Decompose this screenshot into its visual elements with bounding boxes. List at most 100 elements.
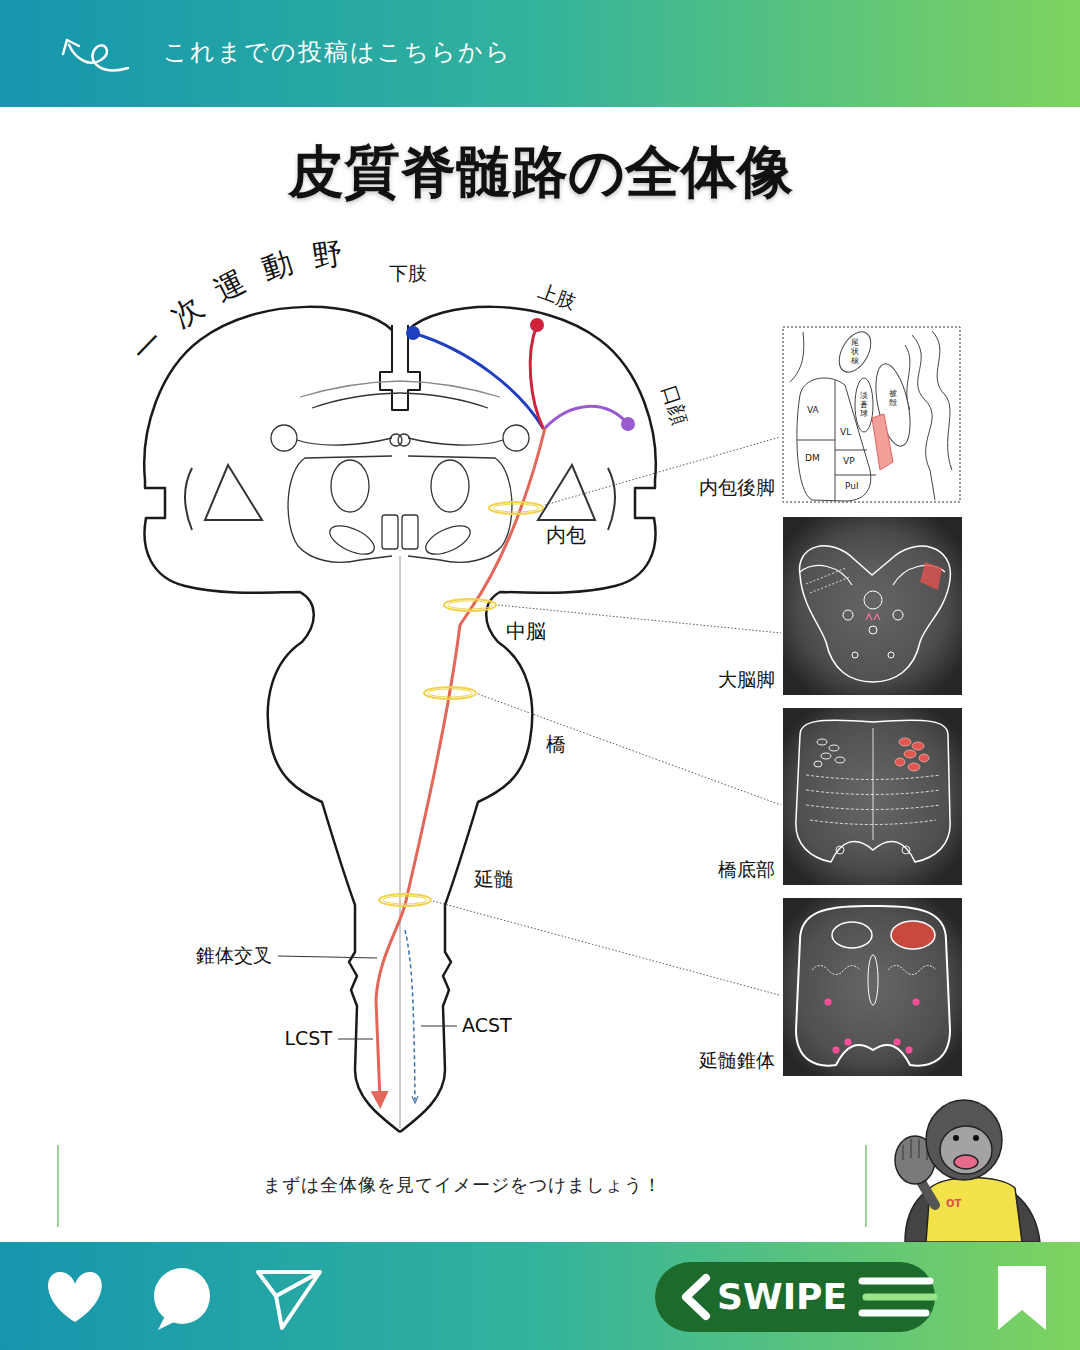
section-image: [932, 331, 952, 470]
brain-internal: [271, 425, 297, 451]
motor-fibers: [530, 325, 543, 428]
motor-fibers: [545, 406, 628, 428]
node-text: VP: [843, 456, 855, 467]
section-image: [869, 626, 877, 634]
mascot-gorilla: [926, 1100, 1002, 1180]
section-image: [825, 999, 832, 1006]
section-image: [833, 326, 878, 377]
section-image: [843, 610, 853, 620]
mascot-gorilla: [940, 1126, 992, 1174]
level-ring: [489, 502, 543, 514]
title: 皮質脊髄路の全体像: [0, 138, 1080, 205]
cortex-dots: [621, 417, 635, 431]
brain-outline: [400, 307, 656, 1132]
section-image: [920, 562, 942, 590]
brain-internal: [185, 381, 615, 562]
node-text: 内包後脚: [699, 476, 775, 499]
brain-internal: [185, 468, 192, 530]
section-image: [906, 1047, 913, 1054]
footer-bar: [655, 1262, 935, 1332]
part-label: 錐体交叉: [196, 944, 272, 967]
mascot-gorilla: [903, 1139, 927, 1160]
header-bar: [63, 40, 79, 54]
section-panel: 延髄錐体: [680, 898, 962, 1076]
node-text: 延髄錐体: [699, 1049, 775, 1072]
section-panel: 橋底部: [680, 708, 962, 885]
leader-line: [433, 901, 779, 995]
footer-bar: [48, 1272, 102, 1322]
section-image: [790, 332, 804, 382]
section-image: [829, 745, 839, 751]
section-image: [806, 568, 850, 593]
brain-internal: [326, 520, 379, 560]
brain-internal: [382, 515, 398, 549]
section-image: [895, 758, 905, 766]
section-image: [852, 652, 858, 658]
node-text: Pul: [845, 481, 858, 492]
brain-internal: [288, 456, 392, 562]
node-text: VL: [840, 427, 851, 438]
motor-fibers: [413, 333, 543, 428]
mascot-gorilla: [895, 1100, 1040, 1242]
mascot-gorilla: [905, 1178, 1040, 1242]
node-text: 被殻: [889, 390, 897, 408]
footer-bar: [862, 1310, 926, 1317]
brain-outline: [144, 307, 656, 1132]
section-image: [821, 753, 831, 759]
section-image: [833, 1047, 840, 1054]
footer-bar: [0, 1242, 1080, 1350]
label-leader: [421, 1026, 457, 1027]
mascot-gorilla: [953, 1135, 959, 1141]
section-image: [783, 708, 962, 885]
footer-bar: [258, 1272, 320, 1328]
caption-bracket: [58, 1145, 866, 1227]
area-label-char: 一: [127, 325, 169, 367]
section-image: [888, 652, 894, 658]
brain-internal: [300, 381, 400, 397]
section-image: [868, 955, 878, 1005]
part-label: ACST: [462, 1014, 512, 1037]
footer-bar: [158, 1314, 178, 1330]
section-image: [895, 738, 929, 771]
cortex-dots: [530, 318, 544, 332]
midline: [400, 556, 401, 1128]
section-image: [864, 591, 882, 609]
section-image: [835, 757, 845, 763]
node-text: これまでの投稿はこちらから: [163, 38, 512, 67]
level-ring: [444, 599, 496, 611]
node-text: 淡蒼球: [860, 392, 868, 418]
section-image: [797, 380, 876, 500]
level-ring: [383, 896, 427, 904]
area-label-char: 野: [310, 238, 344, 272]
label-leader: [278, 956, 377, 958]
brain-outline: [380, 325, 420, 410]
section-image: [912, 335, 935, 500]
brain-internal: [312, 393, 400, 408]
section-image: [783, 326, 960, 502]
mascot-gorilla: [954, 1155, 978, 1169]
header-band: これまでの投稿はこちらから: [0, 0, 1080, 107]
part-label: 口顔: [657, 382, 692, 427]
leader-line: [545, 437, 780, 505]
section-image: [825, 999, 920, 1054]
swipe-button: SWIPE: [655, 1262, 935, 1332]
level-ring: [379, 502, 543, 906]
section-panel: 大脳脚: [680, 517, 962, 695]
part-label: 橋: [546, 732, 566, 756]
section-image: [814, 761, 822, 767]
caption: まずは全体像を見てイメージをつけましょう！: [60, 1174, 864, 1196]
header-bar: [69, 45, 128, 70]
footer-bar: [866, 1294, 934, 1301]
section-image: [783, 517, 962, 695]
area-label-char: 運: [210, 265, 250, 305]
section-image: [913, 999, 920, 1006]
brain-internal: [331, 460, 369, 512]
part-label: 内包: [546, 523, 586, 547]
section-image: [800, 546, 951, 682]
part-label: 延髄: [474, 867, 514, 891]
leader-line: [478, 694, 781, 805]
section-image: [845, 1039, 852, 1046]
section-image: [891, 921, 935, 949]
motor-fibers: [413, 325, 628, 428]
